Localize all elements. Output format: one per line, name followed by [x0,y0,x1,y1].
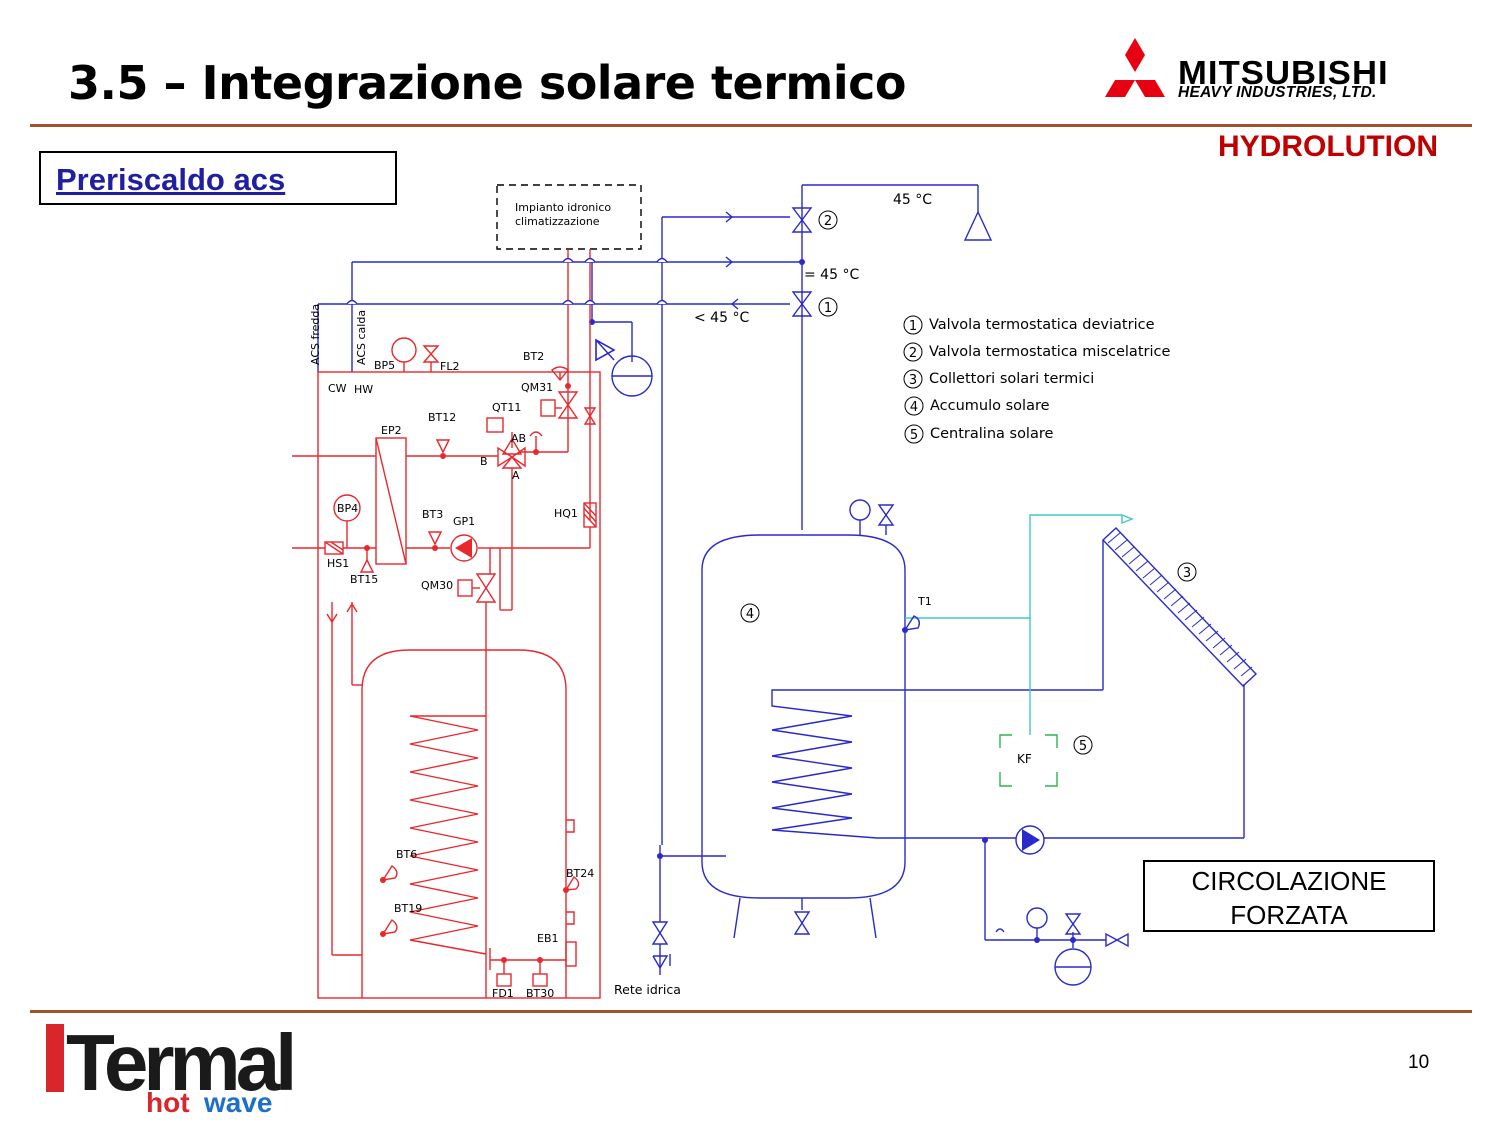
rete-idrica-label: Rete idrica [614,982,681,997]
solar-controller [999,734,1058,787]
impianto-label-1: Impianto idronico [515,201,611,214]
t1-label: T1 [917,595,932,608]
ep2-label: EP2 [381,424,402,437]
header-rule [30,124,1472,127]
water-circuit-lines [317,184,1245,986]
a-label: A [512,469,520,482]
svg-text:Collettori solari termici: Collettori solari termici [929,371,1094,387]
fd1-label: FD1 [492,987,514,1000]
bp4-label: BP4 [337,502,358,515]
diagram-markers: 2 1 3 4 5 [740,210,1197,755]
bp5-label: BP5 [374,359,395,372]
termal-tagline-wave: wave [203,1087,273,1116]
svg-text:1: 1 [909,319,917,334]
svg-text:Accumulo solare: Accumulo solare [930,398,1050,414]
fl2-label: FL2 [440,360,459,373]
temp-eq-label: = 45 °C [804,267,859,283]
marker-3: 3 [1183,566,1191,581]
marker-4: 4 [746,607,754,622]
legend-item-2: 2 Valvola termostatica miscelatrice [903,342,1170,362]
svg-text:2: 2 [909,346,917,361]
company-subname: HEAVY INDUSTRIES, LTD. [1178,84,1377,101]
bt24-label: BT24 [566,867,594,880]
page-title: 3.5 – Integrazione solare termico [68,56,906,110]
hs1-label: HS1 [327,557,349,570]
bt30-label: BT30 [526,987,554,1000]
svg-text:Centralina solare: Centralina solare [930,426,1053,442]
temp-out-label: 45 °C [893,192,932,208]
legend: 1 Valvola termostatica deviatrice 2 Valv… [903,315,1170,444]
company-name: MITSUBISHI [1178,54,1389,91]
svg-text:3: 3 [909,373,917,388]
footer-rule [30,1010,1472,1013]
legend-item-3: 3 Collettori solari termici [903,369,1094,389]
solar-collector [1102,527,1257,687]
cw-label: CW [328,382,347,395]
legend-item-4: 4 Accumulo solare [904,396,1050,416]
circulation-mode-line2: FORZATA [1230,900,1348,930]
hydronic-plant-box [496,184,642,250]
subtitle-box: Preriscaldo acs [39,151,397,205]
ab-label: AB [511,432,526,445]
bt19-label: BT19 [394,902,422,915]
legend-item-1: 1 Valvola termostatica deviatrice [903,315,1155,335]
gp1-label: GP1 [453,515,475,528]
eb1-label: EB1 [537,932,559,945]
termal-logo: Termal hot wave [46,1018,294,1116]
product-brand: HYDROLUTION [1218,130,1438,163]
sensor-lines [905,513,1134,735]
page-number: 10 [1408,1052,1430,1073]
subtitle: Preriscaldo acs [56,162,286,197]
impianto-label-2: climatizzazione [515,215,600,228]
acs-fredda-label: ACS fredda [309,304,322,365]
marker-2: 2 [824,214,832,229]
qt11-label: QT11 [492,401,521,414]
bt6-label: BT6 [396,848,417,861]
qm31-label: QM31 [521,381,553,394]
hq1-label: HQ1 [554,507,578,520]
acs-calda-label: ACS calda [355,310,368,365]
svg-text:4: 4 [910,400,918,415]
svg-text:Valvola termostatica deviatric: Valvola termostatica deviatrice [929,317,1155,333]
b-label: B [480,455,488,468]
bt3-label: BT3 [422,508,443,521]
hw-label: HW [354,383,373,396]
circulation-mode-line1: CIRCOLAZIONE [1191,866,1387,896]
termal-wordmark: Termal [66,1018,292,1107]
svg-text:5: 5 [910,428,918,443]
kf-label: KF [1017,752,1032,766]
legend-item-5: 5 Centralina solare [904,424,1053,444]
marker-5: 5 [1079,739,1087,754]
termal-tagline-hot: hot [146,1087,190,1116]
qm30-label: QM30 [421,579,453,592]
bt15-label: BT15 [350,573,378,586]
bt2-label: BT2 [523,350,544,363]
marker-1: 1 [824,301,832,316]
temp-lt-label: < 45 °C [694,310,749,326]
bt12-label: BT12 [428,411,456,424]
mitsubishi-diamonds-logo [1105,38,1165,97]
circulation-mode-box: CIRCOLAZIONE FORZATA [1143,860,1435,932]
heat-pump-lines [292,249,601,999]
svg-text:Valvola termostatica miscelatr: Valvola termostatica miscelatrice [929,344,1170,360]
